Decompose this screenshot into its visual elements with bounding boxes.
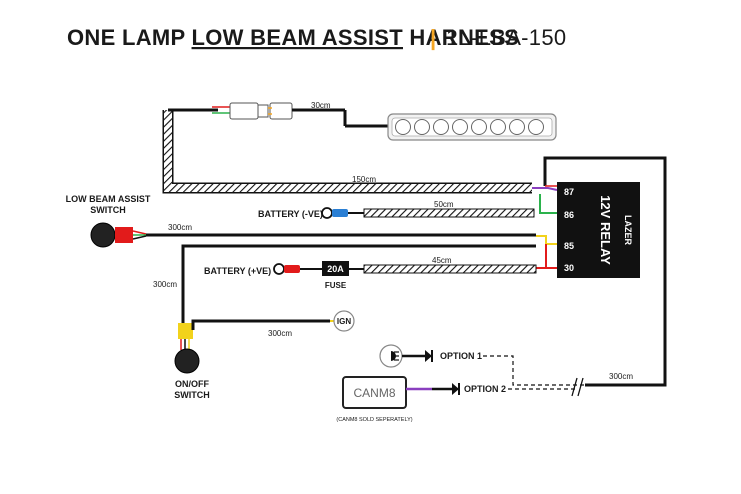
title-suffix: HARNESS <box>403 25 519 50</box>
lamp-lead-length: 30cm <box>311 101 331 110</box>
battery-neg-label: BATTERY (-VE) <box>258 209 323 219</box>
lamp-lens <box>452 119 468 135</box>
battery-pos-terminal[interactable] <box>273 263 322 275</box>
fuse-rating: 20A <box>327 264 344 274</box>
option2-connector <box>452 383 459 395</box>
fuse-label: FUSE <box>325 281 347 290</box>
ign-terminal[interactable]: IGN <box>333 310 355 332</box>
onoff-label: ON/OFF <box>175 379 209 389</box>
ign-length: 300cm <box>268 329 292 338</box>
light-bar-icon <box>387 113 557 141</box>
fuse: 20A <box>322 261 349 276</box>
lamp-lens <box>509 119 525 135</box>
option-length: 300cm <box>609 372 633 381</box>
lamp-lens <box>433 119 449 135</box>
ign-label: IGN <box>337 317 351 326</box>
battery-pos-length: 45cm <box>432 256 452 265</box>
lamp-lens <box>471 119 487 135</box>
page-title: ONE LAMP LOW BEAM ASSIST HARNESS <box>67 25 519 50</box>
relay-wires <box>532 156 667 387</box>
wire-break-mark <box>571 377 584 397</box>
onoff-switch[interactable] <box>174 323 200 374</box>
battery-neg-loom <box>363 208 535 218</box>
lamp-lens <box>490 119 506 135</box>
lba-switch[interactable] <box>90 222 147 248</box>
option1-connector <box>425 350 432 362</box>
title-separator: | <box>430 25 436 50</box>
battery-neg-length: 50cm <box>434 200 454 209</box>
ign-wire <box>191 319 330 330</box>
battery-neg-terminal[interactable] <box>321 207 364 219</box>
relay-pin-85: 85 <box>564 241 574 251</box>
relay-pin-86: 86 <box>564 210 574 220</box>
battery-pos-loom <box>363 264 537 274</box>
relay-label: 12V RELAY <box>598 195 613 265</box>
canm8-module: CANM8 <box>342 376 407 409</box>
lamp-lens <box>395 119 411 135</box>
canm8-note: (CANM8 SOLD SEPERATELY) <box>336 417 412 423</box>
title-prefix: ONE LAMP <box>67 25 192 50</box>
headlight-icon <box>379 344 403 368</box>
option2-label[interactable]: OPTION 2 <box>464 384 506 394</box>
relay-pin-87: 87 <box>564 187 574 197</box>
lamp-lens <box>528 119 544 135</box>
onoff-wire <box>181 244 536 323</box>
relay: LAZER 12V RELAY 87 86 85 30 <box>557 182 640 278</box>
main-loom-length: 150cm <box>352 175 376 184</box>
lba-switch-label-2: SWITCH <box>90 205 126 215</box>
onoff-length: 300cm <box>153 280 177 289</box>
lba-switch-length: 300cm <box>168 223 192 232</box>
product-code: 1L-LBA-150 <box>446 25 566 50</box>
battery-pos-label: BATTERY (+VE) <box>204 266 271 276</box>
onoff-label-2: SWITCH <box>174 390 210 400</box>
relay-brand: LAZER <box>623 215 633 245</box>
lamp-lead <box>162 102 532 194</box>
lba-switch-label: LOW BEAM ASSIST <box>66 194 151 204</box>
relay-pin-30: 30 <box>564 263 574 273</box>
option1-dashed-link <box>483 355 585 386</box>
title-highlight: LOW BEAM ASSIST <box>192 25 404 50</box>
relay-body <box>557 182 640 278</box>
option1-label[interactable]: OPTION 1 <box>440 351 482 361</box>
lamp-lens <box>414 119 430 135</box>
canm8-label: CANM8 <box>353 386 395 400</box>
